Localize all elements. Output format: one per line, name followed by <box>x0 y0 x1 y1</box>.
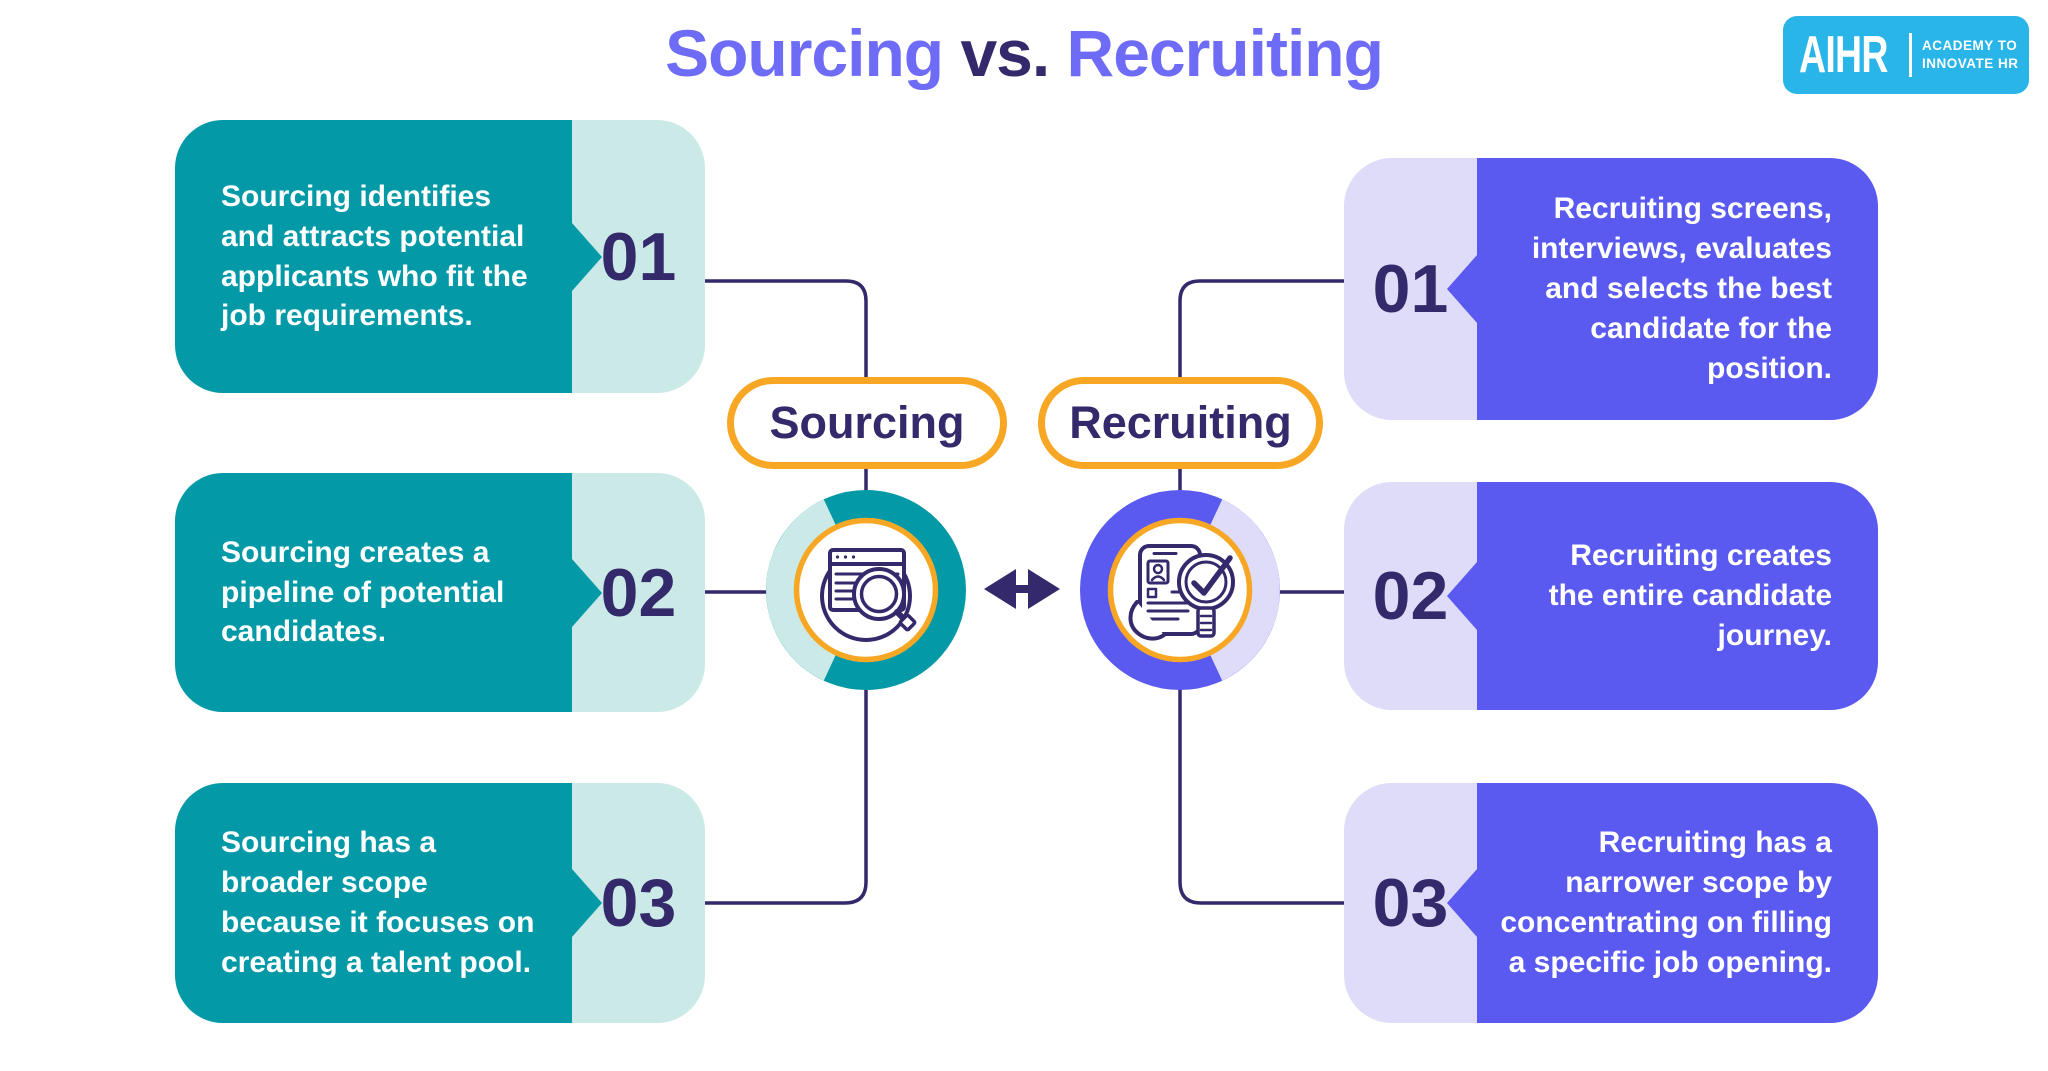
title-sourcing: Sourcing <box>665 16 944 90</box>
sourcing-card-3: Sourcing has a broader scope because it … <box>175 783 705 1023</box>
connector-right-3 <box>1178 683 1354 905</box>
card-number: 02 <box>600 554 677 631</box>
card-number-panel: 03 <box>1344 783 1477 1023</box>
card-text: Sourcing identifies and attracts potenti… <box>175 120 572 393</box>
chevron-left-icon <box>1447 869 1477 937</box>
logo-divider <box>1909 33 1912 77</box>
candidate-screening-icon <box>1080 490 1280 690</box>
chevron-left-icon <box>1447 562 1477 630</box>
recruiting-pill-label: Recruiting <box>1038 377 1323 469</box>
card-text: Recruiting screens, interviews, evaluate… <box>1477 158 1878 420</box>
chevron-left-icon <box>1447 255 1477 323</box>
card-text: Recruiting creates the entire candidate … <box>1477 482 1878 710</box>
recruiting-card-2: 02 Recruiting creates the entire candida… <box>1344 482 1878 710</box>
card-number: 02 <box>1372 558 1449 634</box>
recruiting-card-1: 01 Recruiting screens, interviews, evalu… <box>1344 158 1878 420</box>
recruiting-card-3: 03 Recruiting has a narrower scope by co… <box>1344 783 1878 1023</box>
double-arrow-icon <box>984 569 1060 609</box>
card-number: 03 <box>1372 865 1449 941</box>
title-recruiting: Recruiting <box>1066 16 1384 90</box>
connector-left-3 <box>698 683 868 905</box>
sourcing-pill-label: Sourcing <box>727 377 1007 469</box>
chevron-right-icon <box>572 222 602 291</box>
connector-left-1 <box>698 279 868 497</box>
sourcing-card-2: Sourcing creates a pipeline of potential… <box>175 473 705 712</box>
aihr-logo-brand: AIHR <box>1799 26 1888 84</box>
donut-ring-light-arc <box>1209 499 1280 681</box>
logo-tagline-line2: INNOVATE HR <box>1922 56 2019 71</box>
recruiting-circle-badge <box>1080 490 1280 690</box>
card-text: Sourcing has a broader scope because it … <box>175 783 572 1023</box>
card-number: 01 <box>1372 251 1449 327</box>
sourcing-circle-badge <box>766 490 966 690</box>
aihr-logo-brand-wrap: AIHR <box>1799 29 1907 81</box>
connector-right-1 <box>1178 279 1354 497</box>
title-vs: vs. <box>960 16 1050 90</box>
card-number-panel: 01 <box>572 120 705 393</box>
donut-ring-light-arc <box>766 499 837 681</box>
card-text: Sourcing creates a pipeline of potential… <box>175 473 572 712</box>
chevron-right-icon <box>572 869 602 937</box>
logo-tagline-line1: ACADEMY TO <box>1922 38 2018 54</box>
browser-search-icon <box>766 490 966 690</box>
logo-tagline: ACADEMY TO INNOVATE HR <box>1922 37 2019 72</box>
card-text: Recruiting has a narrower scope by conce… <box>1477 783 1878 1023</box>
card-number-panel: 01 <box>1344 158 1477 420</box>
page-title: Sourcing vs. Recruiting <box>0 16 2048 92</box>
card-number: 03 <box>600 865 677 941</box>
card-number: 01 <box>600 218 677 295</box>
card-number-panel: 02 <box>1344 482 1477 710</box>
card-number-panel: 02 <box>572 473 705 712</box>
chevron-right-icon <box>572 558 602 627</box>
card-number-panel: 03 <box>572 783 705 1023</box>
sourcing-card-1: Sourcing identifies and attracts potenti… <box>175 120 705 393</box>
aihr-logo: AIHR ACADEMY TO INNOVATE HR <box>1783 16 2029 94</box>
